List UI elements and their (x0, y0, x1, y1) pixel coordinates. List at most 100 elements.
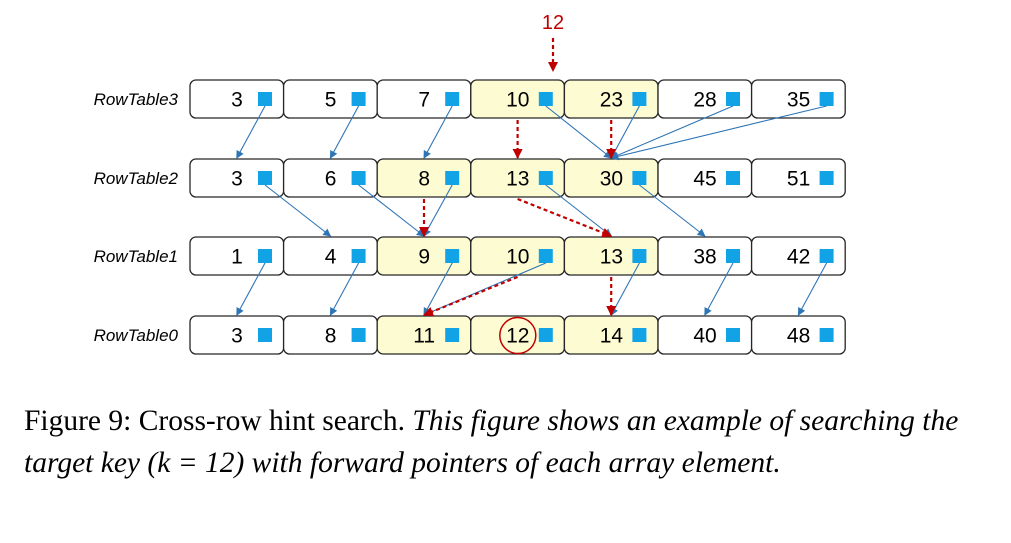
cell-key-value: 1 (231, 246, 243, 269)
search-path-arrow (423, 275, 519, 317)
array-cell: 11 (376, 315, 472, 355)
cell-key-value: 30 (600, 168, 623, 191)
pointer-square-icon (819, 171, 834, 185)
array-cell: 38 (657, 236, 753, 276)
array-cell: 13 (563, 236, 659, 276)
cell-key-value: 8 (325, 325, 337, 348)
cell-key-value: 42 (787, 246, 810, 269)
pointer-square-icon (632, 249, 647, 263)
array-cell: 4 (282, 236, 378, 276)
cell-key-value: 35 (787, 89, 810, 112)
pointer-square-icon (726, 92, 740, 106)
array-cell: 9 (376, 236, 472, 276)
pointer-square-icon (258, 92, 272, 106)
forward-pointer-arrow (423, 262, 453, 316)
pointer-square-icon (726, 171, 740, 185)
array-cell: 5 (282, 79, 378, 119)
array-cell: 35 (750, 79, 846, 119)
array-cell: 8 (376, 158, 472, 198)
pointer-square-icon (726, 249, 740, 263)
cell-key-value: 9 (418, 246, 430, 269)
forward-pointer-arrow (423, 105, 453, 159)
forward-pointer-arrow (639, 184, 706, 237)
pointer-square-icon (258, 249, 272, 263)
search-path-arrow (517, 197, 613, 238)
array-cell: 42 (750, 236, 846, 276)
array-cell: 3 (189, 158, 285, 198)
row-label: RowTable1 (94, 247, 178, 266)
cell-key-value: 45 (693, 168, 716, 191)
forward-pointer-arrow (704, 262, 734, 316)
array-cell: 40 (657, 315, 753, 355)
figure-caption: Figure 9: Cross-row hint search. This fi… (24, 400, 984, 484)
pointer-square-icon (445, 249, 460, 263)
cell-key-value: 23 (600, 89, 623, 112)
pointer-square-icon (445, 171, 460, 185)
array-cell: 3 (189, 315, 285, 355)
row-label: RowTable0 (94, 326, 179, 345)
pointer-square-icon (445, 328, 460, 342)
array-cell: 10 (470, 79, 566, 119)
cell-key-value: 10 (506, 246, 529, 269)
forward-pointer-arrow (610, 105, 827, 161)
forward-pointer-arrow (264, 184, 332, 237)
row-table-0: RowTable0 3 8 11 12 14 40 48 (94, 315, 846, 355)
forward-pointer-arrow (545, 105, 612, 159)
cell-key-value: 40 (693, 325, 716, 348)
cell-key-value: 6 (325, 168, 337, 191)
cell-key-value: 11 (413, 325, 435, 348)
pointer-square-icon (632, 328, 647, 342)
pointer-square-icon (632, 171, 647, 185)
pointer-square-icon (351, 249, 366, 263)
cell-key-value: 48 (787, 325, 810, 348)
pointer-square-icon (819, 249, 834, 263)
cell-key-value: 7 (418, 89, 430, 112)
forward-pointer-arrow (329, 105, 360, 159)
cell-key-value: 13 (506, 168, 529, 191)
array-cell: 7 (376, 79, 472, 119)
cell-key-value: 3 (231, 325, 243, 348)
pointer-square-icon (819, 92, 834, 106)
search-path (419, 120, 617, 317)
array-cell: 28 (657, 79, 753, 119)
cell-key-value: 10 (506, 89, 529, 112)
pointer-square-icon (258, 171, 272, 185)
cell-key-value: 51 (787, 168, 810, 191)
cell-key-value: 14 (600, 325, 624, 348)
pointer-square-icon (445, 92, 460, 106)
pointer-square-icon (351, 92, 366, 106)
pointer-square-icon (819, 328, 834, 342)
cell-box (750, 315, 846, 355)
target-key-circle (499, 316, 537, 355)
cell-key-value: 8 (418, 168, 430, 191)
cell-key-value: 3 (231, 168, 243, 191)
pointer-square-icon (538, 92, 553, 106)
array-cell: 30 (563, 158, 659, 198)
row-label: RowTable3 (94, 90, 179, 109)
cell-key-value: 5 (325, 89, 337, 112)
cell-key-value: 3 (231, 89, 243, 112)
pointer-square-icon (351, 328, 366, 342)
array-cell: 45 (657, 158, 753, 198)
array-cell: 6 (282, 158, 378, 198)
forward-pointer-arrow (329, 262, 360, 316)
forward-pointer-arrow (545, 184, 612, 237)
array-cell: 12 (470, 315, 566, 355)
pointer-square-icon (632, 92, 647, 106)
pointer-square-icon (726, 328, 740, 342)
cell-key-value: 28 (693, 89, 716, 112)
pointer-square-icon (258, 328, 272, 342)
cell-box (750, 158, 846, 198)
array-cell: 3 (189, 79, 285, 119)
array-cell: 51 (750, 158, 846, 198)
forward-pointer-arrow (610, 105, 734, 159)
caption-text: This figure shows an example of searchin… (24, 405, 959, 479)
pointer-square-icon (538, 171, 553, 185)
pointer-square-icon (538, 249, 553, 263)
caption-label: Figure 9: Cross-row hint search. (24, 405, 405, 437)
cell-box (750, 79, 846, 119)
